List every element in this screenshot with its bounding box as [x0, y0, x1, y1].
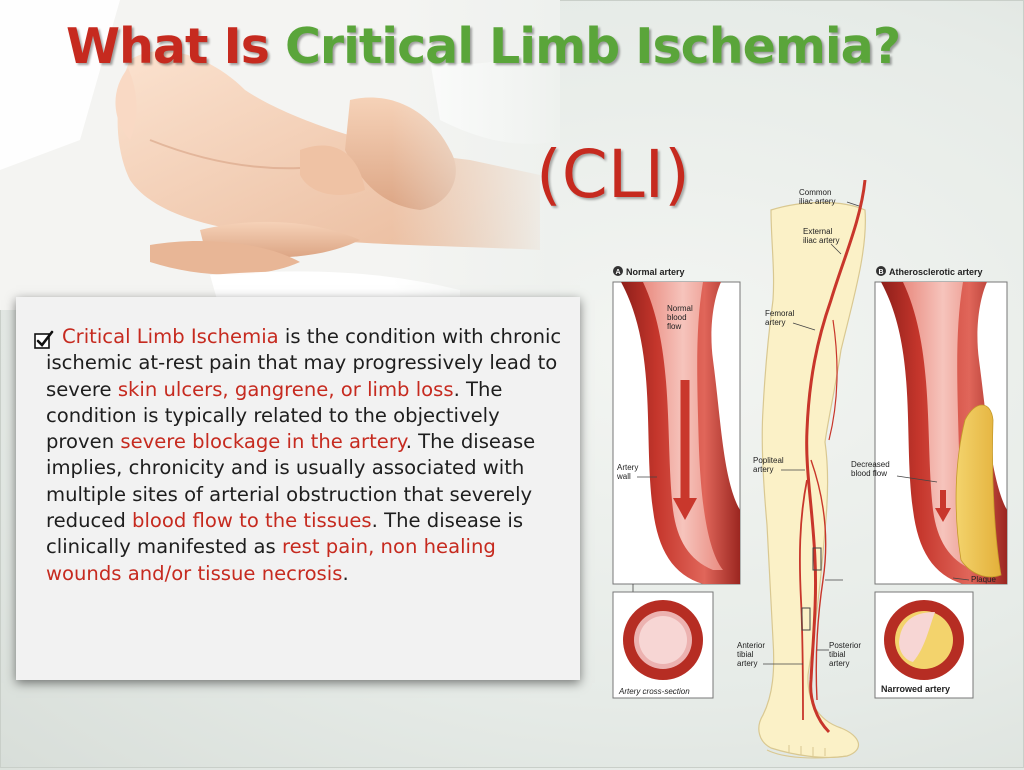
highlight-cause: severe blockage in the artery [120, 430, 406, 454]
slide-title: What Is Critical Limb Ischemia? [66, 18, 901, 75]
popliteal-artery-label-2: artery [753, 465, 773, 474]
narrowed-artery-label: Narrowed artery [881, 684, 950, 694]
femoral-artery-label-1: Femoral [765, 309, 795, 318]
decreased-flow-label-1: Decreased [851, 460, 890, 469]
popliteal-artery-label-1: Popliteal [753, 456, 784, 465]
atherosclerotic-artery-panel: B Atherosclerotic artery Decreased blood… [851, 266, 1008, 699]
highlight-symptoms: rest pain, non healing wounds and/or tis… [46, 535, 496, 585]
leg-illustration [758, 180, 868, 759]
highlight-outcomes: skin ulcers, gangrene, or limb loss [117, 377, 454, 401]
anterior-tibial-label-2: tibial [737, 650, 754, 659]
common-iliac-label-2: iliac artery [799, 197, 835, 206]
normal-blood-flow-label-3: flow [667, 322, 681, 331]
title-lead: What Is [66, 18, 285, 75]
atherosclerotic-artery-heading: Atherosclerotic artery [889, 267, 983, 277]
slide-subtitle: (CLI) [536, 136, 690, 213]
plaque-label: Plaque [971, 575, 996, 584]
artery-anatomy-diagram: A Normal artery Normal blood flow Artery… [612, 180, 1008, 759]
common-iliac-label-1: Common [799, 188, 831, 197]
decreased-flow-label-2: blood flow [851, 469, 887, 478]
highlight-term: Critical Limb Ischemia [62, 325, 279, 348]
description-text: Critical Limb Ischemia is the condition … [46, 324, 574, 587]
posterior-tibial-label-3: artery [829, 659, 849, 668]
artery-wall-label-2: wall [616, 472, 631, 481]
anterior-tibial-label-1: Anterior [737, 641, 765, 650]
description-segment: . [342, 561, 349, 585]
checkbox-checked-icon [34, 330, 54, 349]
description-segment: . The disease implies, chronicity and is… [46, 430, 536, 533]
badge-a: A [615, 269, 620, 276]
femoral-artery-label-2: artery [765, 318, 785, 327]
external-iliac-label-2: iliac artery [803, 236, 839, 245]
normal-blood-flow-label-1: Normal [667, 304, 693, 313]
description-segment: . The condition is typically related to … [46, 377, 503, 454]
description-segment: is the condition with chronic ischemic a… [46, 325, 562, 401]
external-iliac-label-1: External [803, 227, 833, 236]
anterior-tibial-label-3: artery [737, 659, 757, 668]
normal-artery-heading: Normal artery [626, 267, 685, 277]
posterior-tibial-label-1: Posterior [829, 641, 861, 650]
leg-labels: Common iliac artery External iliac arter… [737, 188, 861, 668]
title-topic: Critical Limb Ischemia? [284, 18, 901, 75]
artery-wall-label-1: Artery [617, 463, 638, 472]
posterior-tibial-label-2: tibial [829, 650, 846, 659]
artery-cross-section-label: Artery cross-section [618, 687, 690, 696]
badge-b: B [878, 269, 883, 276]
foot-exam-photo [0, 0, 560, 310]
description-segment: . The disease is clinically manifested a… [46, 509, 524, 559]
normal-artery-panel: A Normal artery Normal blood flow Artery… [612, 266, 741, 699]
description-box: Critical Limb Ischemia is the condition … [16, 297, 580, 680]
normal-blood-flow-label-2: blood [667, 313, 687, 322]
highlight-blood-flow: blood flow to the tissues [132, 509, 372, 533]
